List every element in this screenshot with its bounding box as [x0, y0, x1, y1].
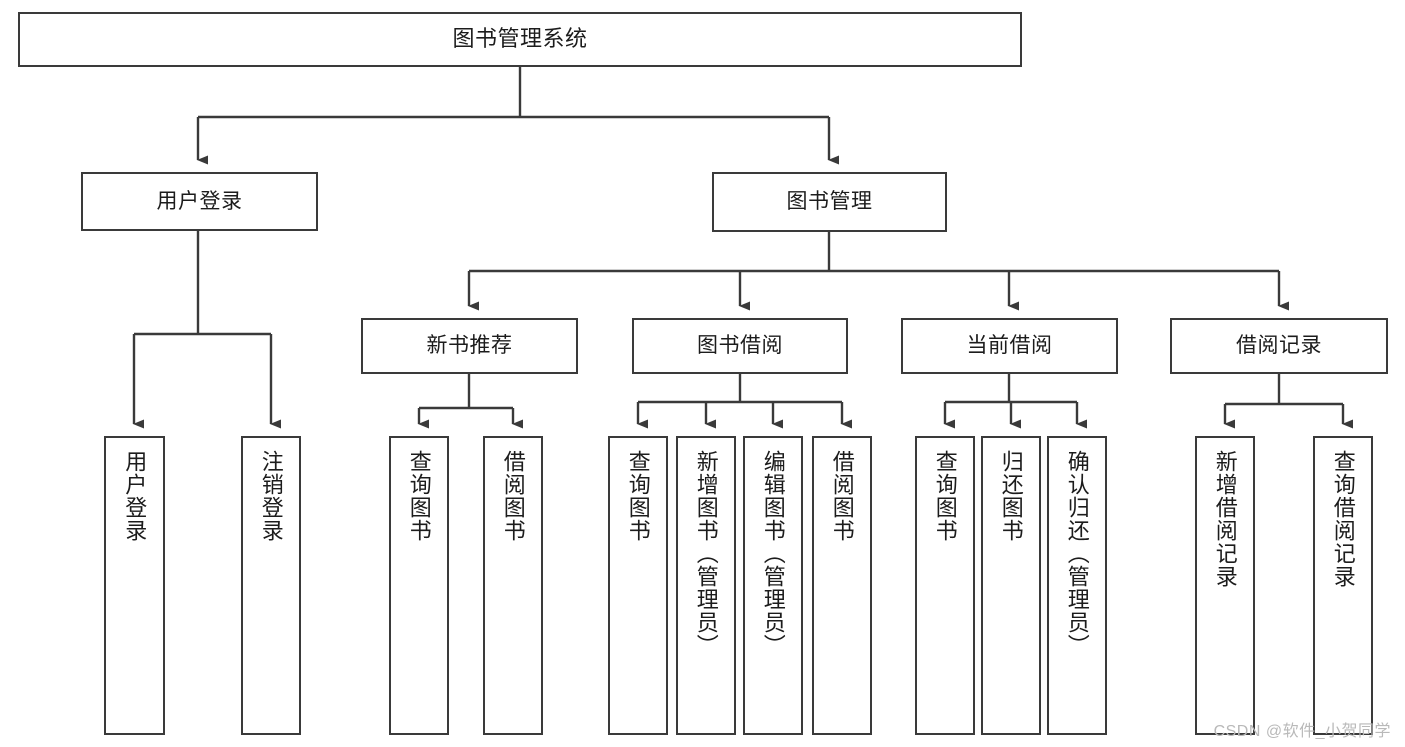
node-root-system[interactable]: 图书管理系统 — [18, 12, 1022, 67]
node-label: 借阅图书 — [829, 450, 855, 542]
node-label: 确认归还（管理员） — [1064, 450, 1090, 657]
leaf-book-borrow-add[interactable]: 新增图书（管理员） — [676, 436, 736, 735]
leaf-user-login-login[interactable]: 用户登录 — [104, 436, 165, 735]
node-user-login[interactable]: 用户登录 — [81, 172, 318, 231]
node-label: 查询借阅记录 — [1330, 450, 1356, 588]
node-label: 图书借阅 — [697, 334, 783, 358]
leaf-user-login-logout[interactable]: 注销登录 — [241, 436, 301, 735]
leaf-borrow-record-add[interactable]: 新增借阅记录 — [1195, 436, 1255, 735]
node-label: 新书推荐 — [426, 334, 513, 358]
watermark: CSDN @软件_小贺同学 — [1213, 723, 1391, 740]
leaf-current-borrow-query[interactable]: 查询图书 — [915, 436, 975, 735]
node-label: 图书管理系统 — [452, 26, 588, 52]
leaf-current-borrow-return[interactable]: 归还图书 — [981, 436, 1041, 735]
node-book-management[interactable]: 图书管理 — [712, 172, 947, 232]
node-label: 归还图书 — [998, 450, 1024, 542]
leaf-borrow-record-query[interactable]: 查询借阅记录 — [1313, 436, 1373, 735]
node-label: 当前借阅 — [966, 334, 1053, 358]
leaf-book-borrow-edit[interactable]: 编辑图书（管理员） — [743, 436, 803, 735]
node-borrow-record[interactable]: 借阅记录 — [1170, 318, 1388, 374]
node-label: 用户登录 — [122, 450, 148, 542]
node-label: 新增图书（管理员） — [693, 450, 719, 657]
node-label: 查询图书 — [932, 450, 958, 542]
node-current-borrow[interactable]: 当前借阅 — [901, 318, 1118, 374]
node-new-book-recommend[interactable]: 新书推荐 — [361, 318, 578, 374]
node-label: 借阅记录 — [1236, 334, 1322, 358]
node-label: 借阅图书 — [500, 450, 526, 542]
leaf-book-borrow-query[interactable]: 查询图书 — [608, 436, 668, 735]
leaf-new-book-borrow[interactable]: 借阅图书 — [483, 436, 543, 735]
node-book-borrow[interactable]: 图书借阅 — [632, 318, 848, 374]
node-label: 注销登录 — [258, 450, 284, 542]
node-label: 用户登录 — [156, 189, 243, 213]
node-label: 新增借阅记录 — [1212, 450, 1238, 588]
node-label: 图书管理 — [786, 190, 873, 214]
node-label: 查询图书 — [625, 450, 651, 542]
node-label: 查询图书 — [406, 450, 432, 542]
leaf-book-borrow-borrow[interactable]: 借阅图书 — [812, 436, 872, 735]
leaf-new-book-query[interactable]: 查询图书 — [389, 436, 449, 735]
leaf-current-borrow-confirm-return[interactable]: 确认归还（管理员） — [1047, 436, 1107, 735]
node-label: 编辑图书（管理员） — [760, 450, 786, 657]
